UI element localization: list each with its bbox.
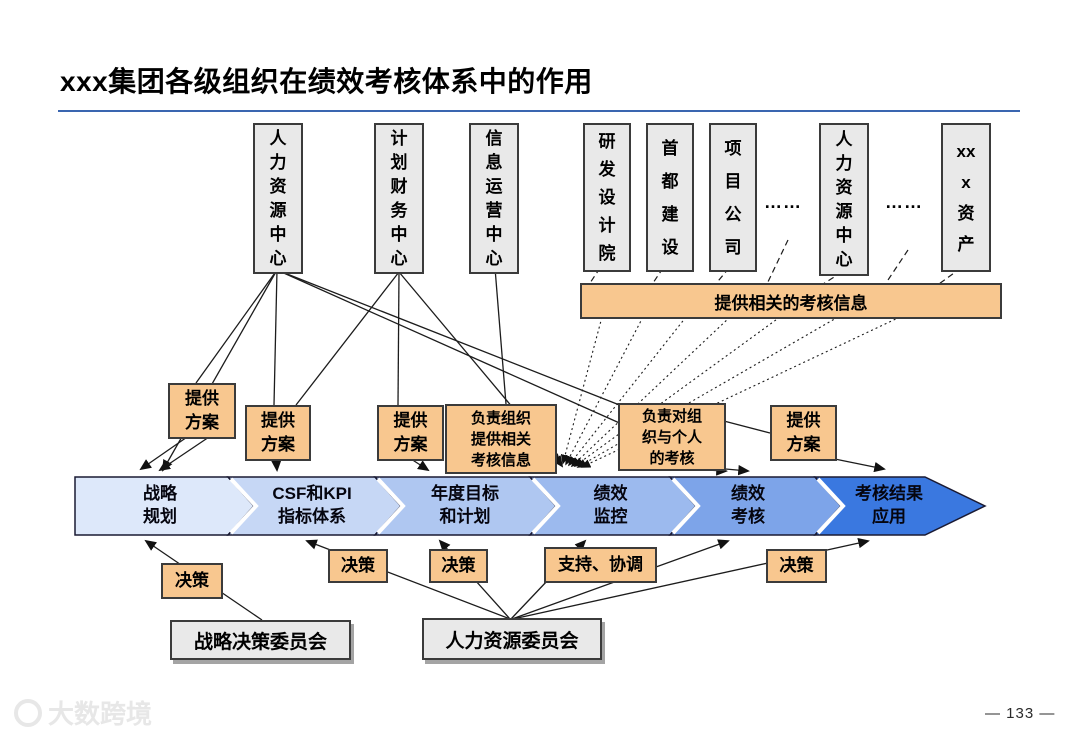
note-provide-plan-2: 提供 方案 (245, 405, 311, 461)
org-unit-rd-design-institute: 研 发 设 计 院 (583, 123, 631, 272)
org-unit-info-operations-center: 信 息 运 营 中 心 (469, 123, 519, 274)
ellipsis-right: …… (885, 192, 923, 212)
note-decision-1: 决策 (161, 563, 223, 599)
note-support-coordination: 支持、协调 (544, 547, 657, 583)
org-unit-planning-finance-center: 计 划 财 务 中 心 (374, 123, 424, 274)
org-unit-hr-center: 人 力 资 源 中 心 (253, 123, 303, 274)
chevron-label-result-application: 考核结果 应用 (855, 484, 923, 526)
note-decision-2: 决策 (328, 549, 388, 583)
org-unit-project-company: 项 目 公 司 (709, 123, 757, 272)
strategic-decision-committee-box: 战略决策委员会 (170, 620, 351, 660)
chevron-label-performance-monitoring: 绩效 监控 (593, 484, 628, 526)
watermark: 大数跨境 (14, 694, 152, 731)
chevron-label-csf-kpi: CSF和KPI 指标体系 (272, 484, 352, 526)
dashed-connectors (587, 239, 962, 290)
note-provide-plan-3: 提供 方案 (377, 405, 444, 461)
org-unit-hr-center-subsidiary: 人 力 资 源 中 心 (819, 123, 869, 276)
watermark-text: 大数跨境 (48, 699, 153, 729)
ellipsis-left: …… (764, 192, 802, 212)
page-title: xxx集团各级组织在绩效考核体系中的作用 (60, 66, 593, 97)
note-organize-assessment-info: 负责组织 提供相关 考核信息 (445, 404, 557, 474)
watermark-logo-icon (14, 698, 42, 727)
chevron-separators (229, 477, 846, 535)
page-number: — 133 — (985, 705, 1056, 722)
note-assess-org-individual: 负责对组 织与个人 的考核 (618, 403, 726, 471)
note-provide-plan-1: 提供 方案 (168, 383, 236, 439)
hr-committee-box: 人力资源委员会 (422, 618, 602, 660)
chevron-label-performance-assessment: 绩效 考核 (731, 484, 765, 526)
note-decision-4: 决策 (766, 549, 827, 583)
chevron-label-annual-goals: 年度目标 和计划 (431, 484, 499, 526)
dotted-connectors (560, 316, 901, 468)
chevron-label-strategic-planning: 战略 规划 (143, 484, 177, 526)
org-unit-capital-construction: 首 都 建 设 (646, 123, 694, 272)
note-provide-plan-4: 提供 方案 (770, 405, 837, 461)
info-banner: 提供相关的考核信息 (580, 283, 1002, 319)
org-unit-xx-assets: xx x 资 产 (941, 123, 991, 272)
title-underline (58, 110, 1020, 112)
note-decision-3: 决策 (429, 549, 488, 583)
